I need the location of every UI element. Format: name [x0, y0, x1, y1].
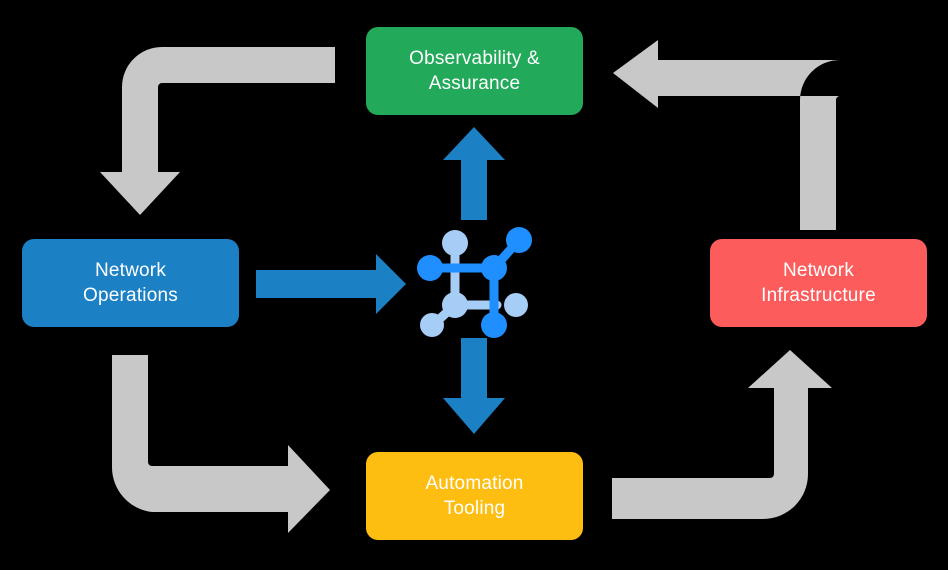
node-label-network-infrastructure: Network Infrastructure — [761, 259, 876, 306]
blue-arrow-operations-to-center — [256, 254, 406, 314]
node-label-observability-assurance: Observability & Assurance — [409, 47, 540, 94]
node-box-automation-tooling[interactable]: Automation Tooling — [366, 452, 583, 540]
network-mesh-icon — [417, 227, 532, 338]
node-box-observability-assurance[interactable]: Observability & Assurance — [366, 27, 583, 115]
gray-arrow-automation-to-infrastructure — [612, 350, 832, 519]
blue-arrow-center-to-observability — [443, 127, 505, 220]
blue-arrow-center-to-automation — [443, 338, 505, 434]
node-box-network-infrastructure[interactable]: Network Infrastructure — [710, 239, 927, 327]
gray-arrow-infrastructure-to-observability — [613, 40, 840, 230]
gray-arrow-operations-to-automation — [111, 355, 330, 533]
node-label-network-operations: Network Operations — [83, 259, 178, 306]
node-box-network-operations[interactable]: Network Operations — [22, 239, 239, 327]
gray-arrow-observability-to-operations — [100, 47, 335, 215]
node-label-automation-tooling: Automation Tooling — [425, 472, 524, 519]
